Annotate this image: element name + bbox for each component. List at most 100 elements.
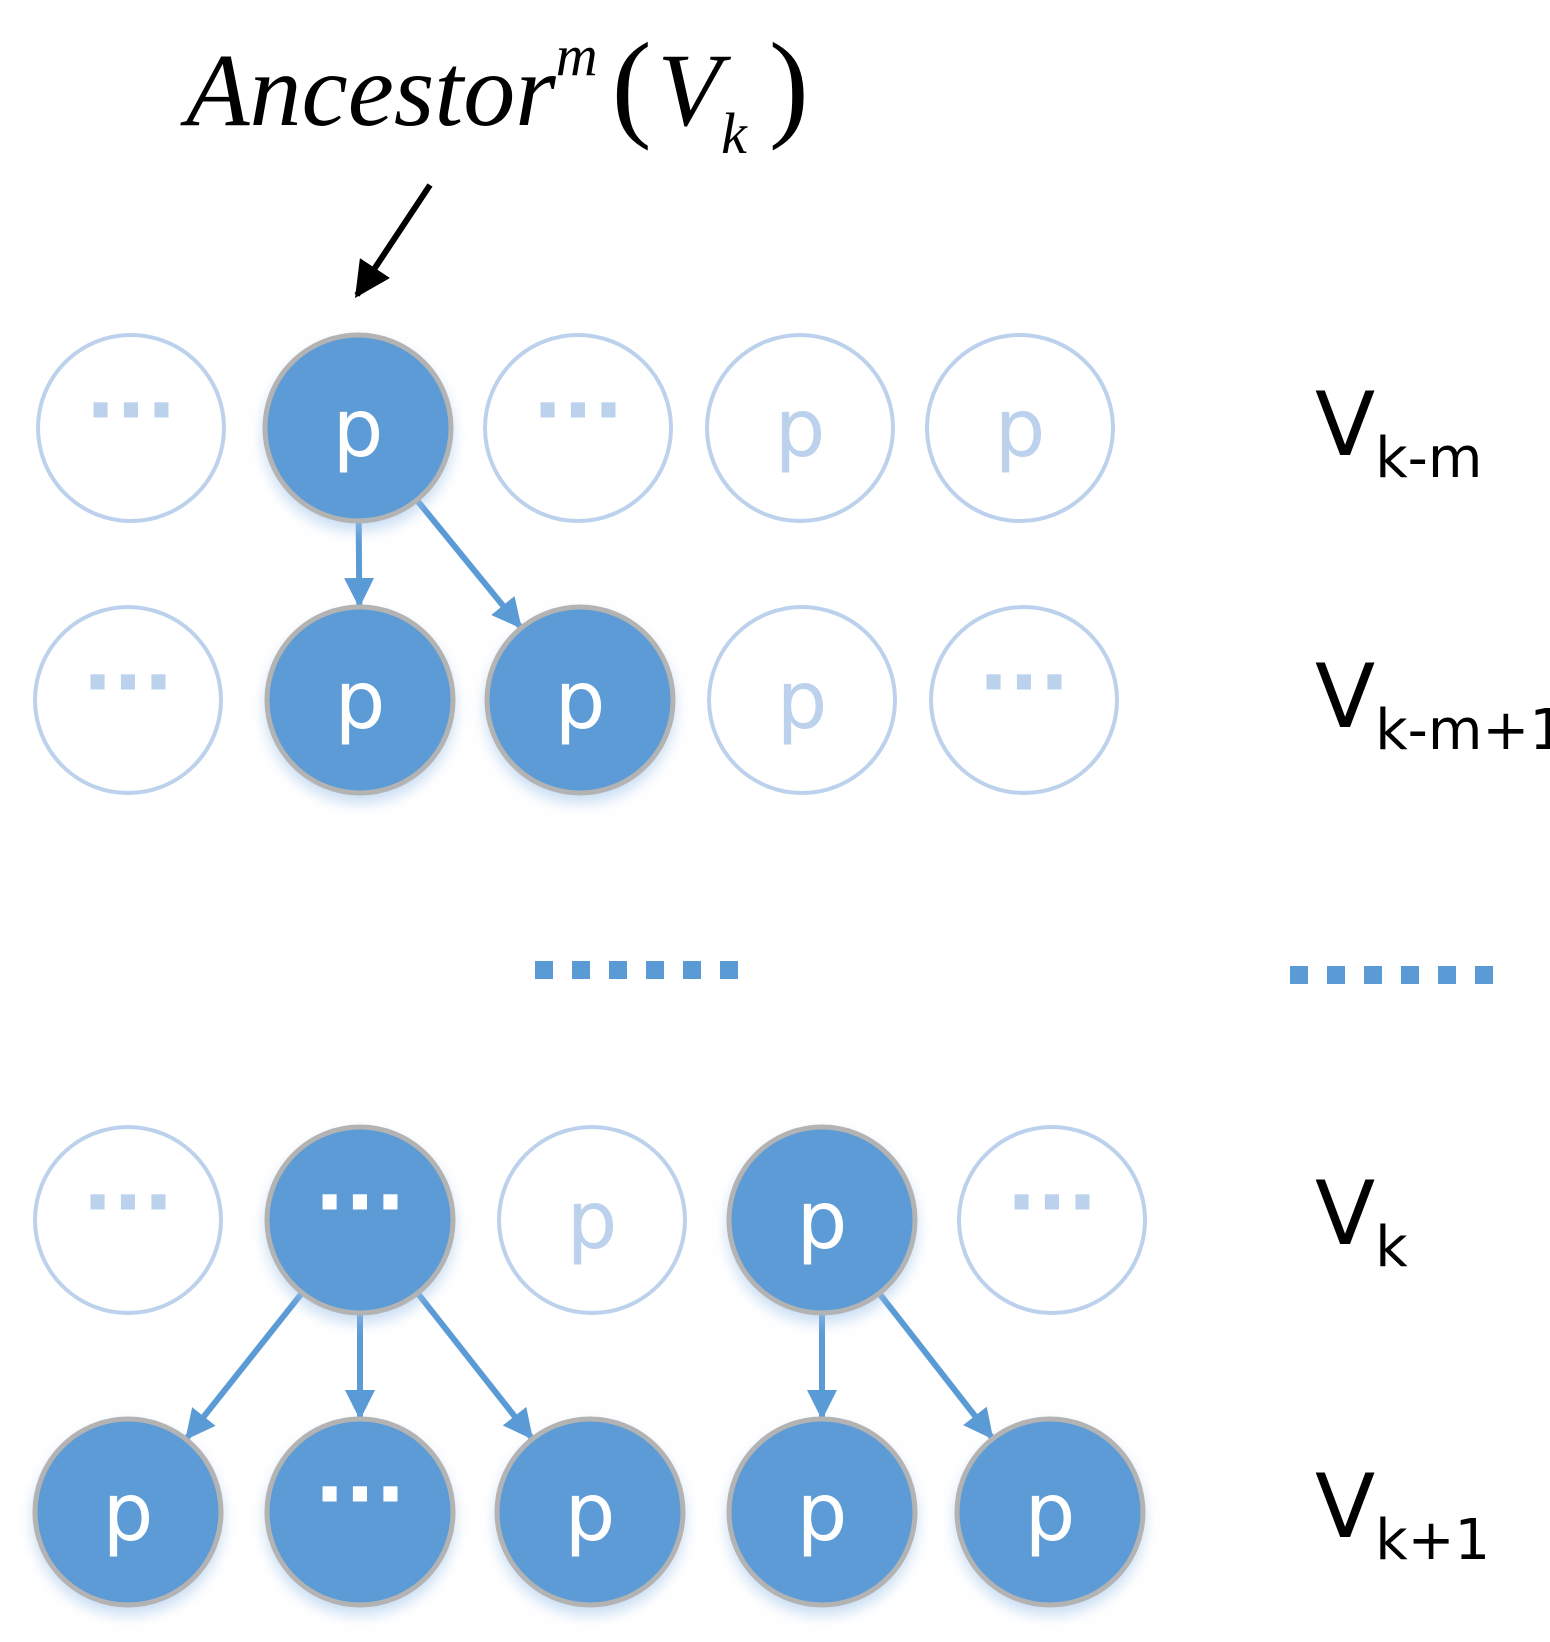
node-text: ···	[314, 1448, 405, 1541]
row-label-3: Vk+1	[1315, 1455, 1490, 1573]
node-circle-filled	[954, 1416, 1146, 1608]
node-text: p	[555, 654, 606, 747]
node-circle-faded	[33, 605, 223, 795]
edge-arrow-4	[415, 1291, 534, 1440]
edges-layer	[184, 498, 994, 1440]
row-label-base: V	[1315, 373, 1375, 476]
row-label-sub: k-m	[1375, 426, 1482, 491]
node-circle-faded	[705, 333, 895, 523]
node-circle-faded	[957, 1125, 1147, 1315]
row-label-sub: k+1	[1375, 1508, 1490, 1573]
ancestor-pointer-arrow	[354, 183, 433, 298]
row-ellipsis-1	[1290, 966, 1493, 984]
node-text: ···	[532, 364, 623, 457]
ellipsis-dash	[535, 961, 553, 979]
node-r0-c3: p	[705, 333, 895, 523]
node-r2-c3: p	[726, 1124, 918, 1316]
node-text: p	[333, 382, 384, 475]
node-text: p	[1025, 1466, 1076, 1559]
row-ellipsis-layer	[535, 961, 1493, 984]
node-circle-faded	[707, 605, 897, 795]
node-text: p	[797, 1466, 848, 1559]
node-r3-c3: p	[726, 1416, 918, 1608]
row-label-2: Vk	[1315, 1162, 1408, 1280]
node-r2-c0: ···	[33, 1125, 223, 1315]
node-text: ···	[1006, 1156, 1097, 1249]
node-circle-filled	[264, 1416, 456, 1608]
node-r1-c3: p	[707, 605, 897, 795]
node-text: p	[567, 1174, 618, 1267]
ancestor-title-var-sub: k	[721, 101, 748, 166]
node-r3-c4: p	[954, 1416, 1146, 1608]
node-circle-filled	[726, 1416, 918, 1608]
ancestor-title-open-paren: (	[612, 18, 652, 151]
ellipsis-dash	[1438, 966, 1456, 984]
node-r3-c0: p	[32, 1416, 224, 1608]
edge-arrow-6	[876, 1291, 994, 1440]
node-r3-c1: ···	[264, 1416, 456, 1608]
edge-arrow-2	[184, 1290, 305, 1440]
ellipsis-dash	[1327, 966, 1345, 984]
node-text: ···	[314, 1156, 405, 1249]
node-r2-c4: ···	[957, 1125, 1147, 1315]
ancestor-title-main: Ancestor	[180, 33, 556, 148]
ancestor-title-superscript: m	[556, 23, 598, 88]
ellipsis-dash	[1475, 966, 1493, 984]
ancestor-title: Ancestorm(Vk)	[180, 18, 809, 166]
node-circle-filled	[494, 1416, 686, 1608]
node-circle-faded	[36, 333, 226, 523]
ancestor-title-var: V	[658, 33, 732, 148]
row-label-base: V	[1315, 1162, 1375, 1265]
row-label-sub: k	[1375, 1215, 1408, 1280]
node-circle-filled	[264, 1124, 456, 1316]
row-label-1: Vk-m+1	[1315, 645, 1550, 763]
row-ellipsis-0	[535, 961, 738, 979]
ellipsis-dash	[720, 961, 738, 979]
node-text: p	[565, 1466, 616, 1559]
node-text: ···	[85, 364, 176, 457]
node-text: p	[797, 1174, 848, 1267]
ellipsis-dash	[1290, 966, 1308, 984]
node-r2-c1: ···	[264, 1124, 456, 1316]
node-r1-c0: ···	[33, 605, 223, 795]
node-r3-c2: p	[494, 1416, 686, 1608]
node-circle-filled	[32, 1416, 224, 1608]
node-text: ···	[978, 636, 1069, 729]
node-circle-faded	[483, 333, 673, 523]
node-r1-c1: p	[264, 604, 456, 796]
node-text: p	[777, 654, 828, 747]
node-r0-c2: ···	[483, 333, 673, 523]
node-r0-c1: p	[262, 332, 454, 524]
node-r1-c2: p	[484, 604, 676, 796]
ancestor-title-close-paren: )	[769, 18, 809, 151]
node-text: p	[335, 654, 386, 747]
node-circle-faded	[33, 1125, 223, 1315]
node-r1-c4: ···	[929, 605, 1119, 795]
edge-arrow-0	[344, 520, 375, 609]
node-circle-faded	[929, 605, 1119, 795]
node-r2-c2: p	[497, 1125, 687, 1315]
row-label-base: V	[1315, 645, 1375, 748]
node-circle-filled	[264, 604, 456, 796]
ellipsis-dash	[683, 961, 701, 979]
ellipsis-dash	[646, 961, 664, 979]
node-text: p	[103, 1466, 154, 1559]
row-label-sub: k-m+1	[1375, 698, 1550, 763]
node-text: ···	[82, 636, 173, 729]
node-text: ···	[82, 1156, 173, 1249]
edge-arrow-1	[414, 498, 523, 629]
node-circle-filled	[726, 1124, 918, 1316]
row-label-base: V	[1315, 1455, 1375, 1558]
nodes-layer: ··· p ··· p p ··· p p p ··· ··· ··· p p ··· p ··· p p p	[32, 332, 1147, 1608]
node-circle-faded	[497, 1125, 687, 1315]
ellipsis-dash	[609, 961, 627, 979]
node-text: p	[995, 382, 1046, 475]
node-circle-filled	[262, 332, 454, 524]
ellipsis-dash	[1364, 966, 1382, 984]
node-r0-c0: ···	[36, 333, 226, 523]
node-r0-c4: p	[925, 333, 1115, 523]
node-circle-filled	[484, 604, 676, 796]
ellipsis-dash	[572, 961, 590, 979]
